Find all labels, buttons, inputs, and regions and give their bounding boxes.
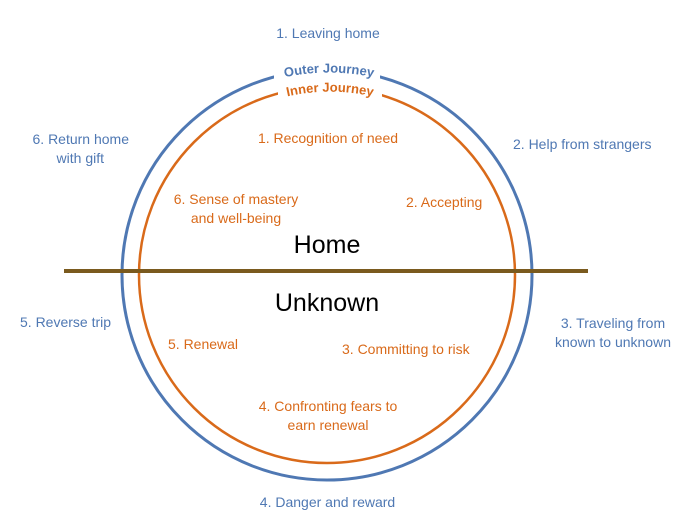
inner-journey-label: Inner Journey bbox=[285, 80, 376, 100]
inner-step-6-line2: and well-being bbox=[190, 210, 282, 226]
inner-step-4-line2: earn renewal bbox=[287, 417, 369, 433]
outer-label-mask bbox=[274, 62, 380, 82]
outer-step-6-line2: with gift bbox=[56, 150, 104, 166]
inner-step-6-line1: 6. Sense of mastery bbox=[173, 191, 299, 207]
outer-step-4: 4. Danger and reward bbox=[259, 494, 396, 510]
outer-step-5: 5. Reverse trip bbox=[20, 314, 112, 330]
inner-step-2: 2. Accepting bbox=[406, 194, 483, 210]
unknown-label: Unknown bbox=[274, 289, 380, 317]
outer-step-3-line2: known to unknown bbox=[555, 334, 671, 350]
home-label: Home bbox=[293, 231, 361, 259]
inner-label-mask bbox=[278, 80, 382, 98]
inner-step-1: 1. Recognition of need bbox=[257, 130, 399, 146]
outer-step-3-line1: 3. Traveling from bbox=[560, 315, 666, 331]
inner-step-5: 5. Renewal bbox=[168, 336, 239, 352]
outer-journey-label: Outer Journey bbox=[283, 61, 377, 81]
inner-step-4-line1: 4. Confronting fears to bbox=[258, 398, 398, 414]
outer-step-6-line1: 6. Return home bbox=[32, 131, 130, 147]
inner-step-3: 3. Committing to risk bbox=[342, 341, 470, 357]
outer-step-2: 2. Help from strangers bbox=[513, 136, 652, 152]
outer-step-1: 1. Leaving home bbox=[276, 25, 380, 41]
